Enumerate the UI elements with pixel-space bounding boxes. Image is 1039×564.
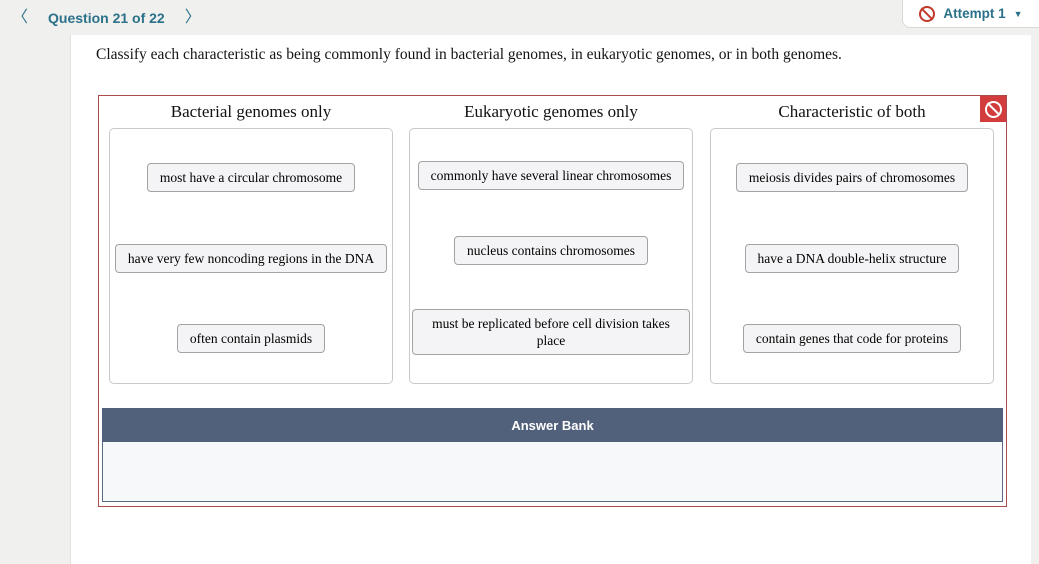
answer-bank: Answer Bank (102, 408, 1003, 502)
question-nav: 〈 Question 21 of 22 〉 (6, 0, 207, 35)
sorting-area: Bacterial genomes only Eukaryotic genome… (98, 95, 1007, 507)
answer-chip[interactable]: commonly have several linear chromosomes (417, 161, 685, 190)
drop-zone-eukaryotic[interactable]: commonly have several linear chromosomes… (409, 128, 693, 384)
column-title-bacterial: Bacterial genomes only (170, 102, 332, 121)
answer-chip[interactable]: have a DNA double-helix structure (744, 244, 960, 273)
question-panel: Classify each characteristic as being co… (70, 35, 1031, 564)
attempt-selector[interactable]: Attempt 1 ▼ (902, 0, 1039, 28)
chevron-down-icon: ▼ (1013, 8, 1023, 19)
answer-chip[interactable]: nucleus contains chromosomes (454, 236, 648, 265)
question-text: Classify each characteristic as being co… (96, 46, 842, 63)
answer-chip[interactable]: must be replicated before cell division … (412, 309, 690, 355)
no-symbol-icon (984, 100, 1002, 118)
top-bar: 〈 Question 21 of 22 〉 Attempt 1 ▼ (0, 0, 1039, 35)
drop-zone-both[interactable]: meiosis divides pairs of chromosomes hav… (710, 128, 994, 384)
previous-question-button[interactable]: 〈 (6, 8, 34, 28)
next-question-button[interactable]: 〉 (179, 8, 207, 28)
answer-chip[interactable]: contain genes that code for proteins (742, 324, 962, 353)
answer-chip[interactable]: often contain plasmids (176, 324, 326, 353)
answer-chip[interactable]: meiosis divides pairs of chromosomes (735, 163, 969, 192)
attempt-blocked-badge (980, 96, 1006, 122)
question-nav-label: Question 21 of 22 (48, 9, 165, 26)
answer-bank-drop-zone[interactable] (102, 442, 1003, 502)
drop-zone-bacterial[interactable]: most have a circular chromosome have ver… (109, 128, 393, 384)
answer-chip[interactable]: have very few noncoding regions in the D… (114, 244, 388, 273)
no-symbol-icon (919, 5, 936, 22)
column-title-eukaryotic: Eukaryotic genomes only (464, 102, 638, 121)
attempt-label: Attempt 1 (943, 6, 1006, 21)
answer-chip[interactable]: most have a circular chromosome (146, 163, 356, 192)
column-title-both: Characteristic of both (778, 102, 926, 121)
answer-bank-header: Answer Bank (102, 408, 1003, 442)
